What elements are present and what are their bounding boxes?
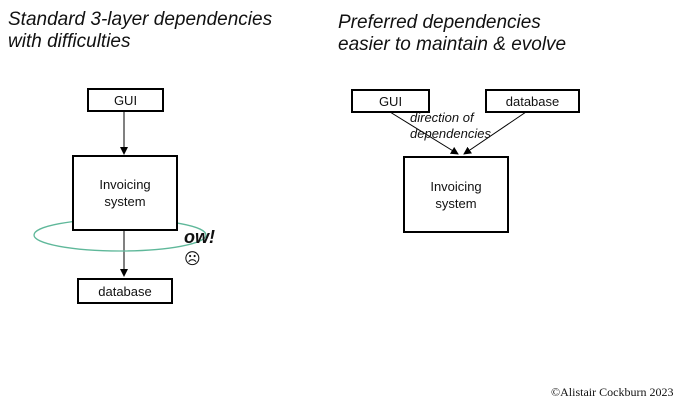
left-db-label: database bbox=[98, 283, 152, 299]
copyright-notice: ©Alistair Cockburn 2023 bbox=[551, 385, 674, 399]
arrow-db-to-core-right bbox=[463, 111, 527, 155]
right-title: Preferred dependencies easier to maintai… bbox=[338, 12, 566, 56]
left-gui-box: GUI bbox=[87, 88, 164, 112]
left-title-line-1: Standard 3-layer dependencies bbox=[8, 9, 273, 30]
note-line-2: dependencies bbox=[410, 126, 491, 141]
right-db-box: database bbox=[485, 89, 580, 113]
right-gui-label: GUI bbox=[378, 93, 403, 109]
arrow-gui-to-core-right bbox=[389, 111, 459, 155]
left-db-box: database bbox=[77, 278, 173, 304]
right-gui-box: GUI bbox=[351, 89, 430, 113]
left-core-line-1: Invoicing bbox=[99, 177, 151, 192]
left-title: Standard 3-layer dependencies with diffi… bbox=[8, 9, 272, 53]
dependency-direction-note: direction of dependencies bbox=[410, 110, 491, 142]
right-db-label: database bbox=[505, 93, 560, 109]
left-gui-label: GUI bbox=[113, 92, 138, 108]
left-core-line-2: system bbox=[104, 194, 146, 209]
left-title-line-2: with difficulties bbox=[8, 31, 131, 52]
pain-exclamation: ow! bbox=[184, 227, 215, 247]
right-title-line-1: Preferred dependencies bbox=[338, 12, 541, 33]
right-core-line-1: Invoicing bbox=[430, 178, 482, 194]
right-title-line-2: easier to maintain & evolve bbox=[338, 34, 567, 55]
left-core-box: Invoicing system bbox=[72, 155, 178, 231]
right-core-line-2: system bbox=[435, 195, 477, 211]
right-core-box: Invoicing system bbox=[403, 156, 509, 233]
note-line-1: direction of bbox=[410, 110, 474, 125]
frown-icon: ☹ bbox=[184, 251, 201, 268]
